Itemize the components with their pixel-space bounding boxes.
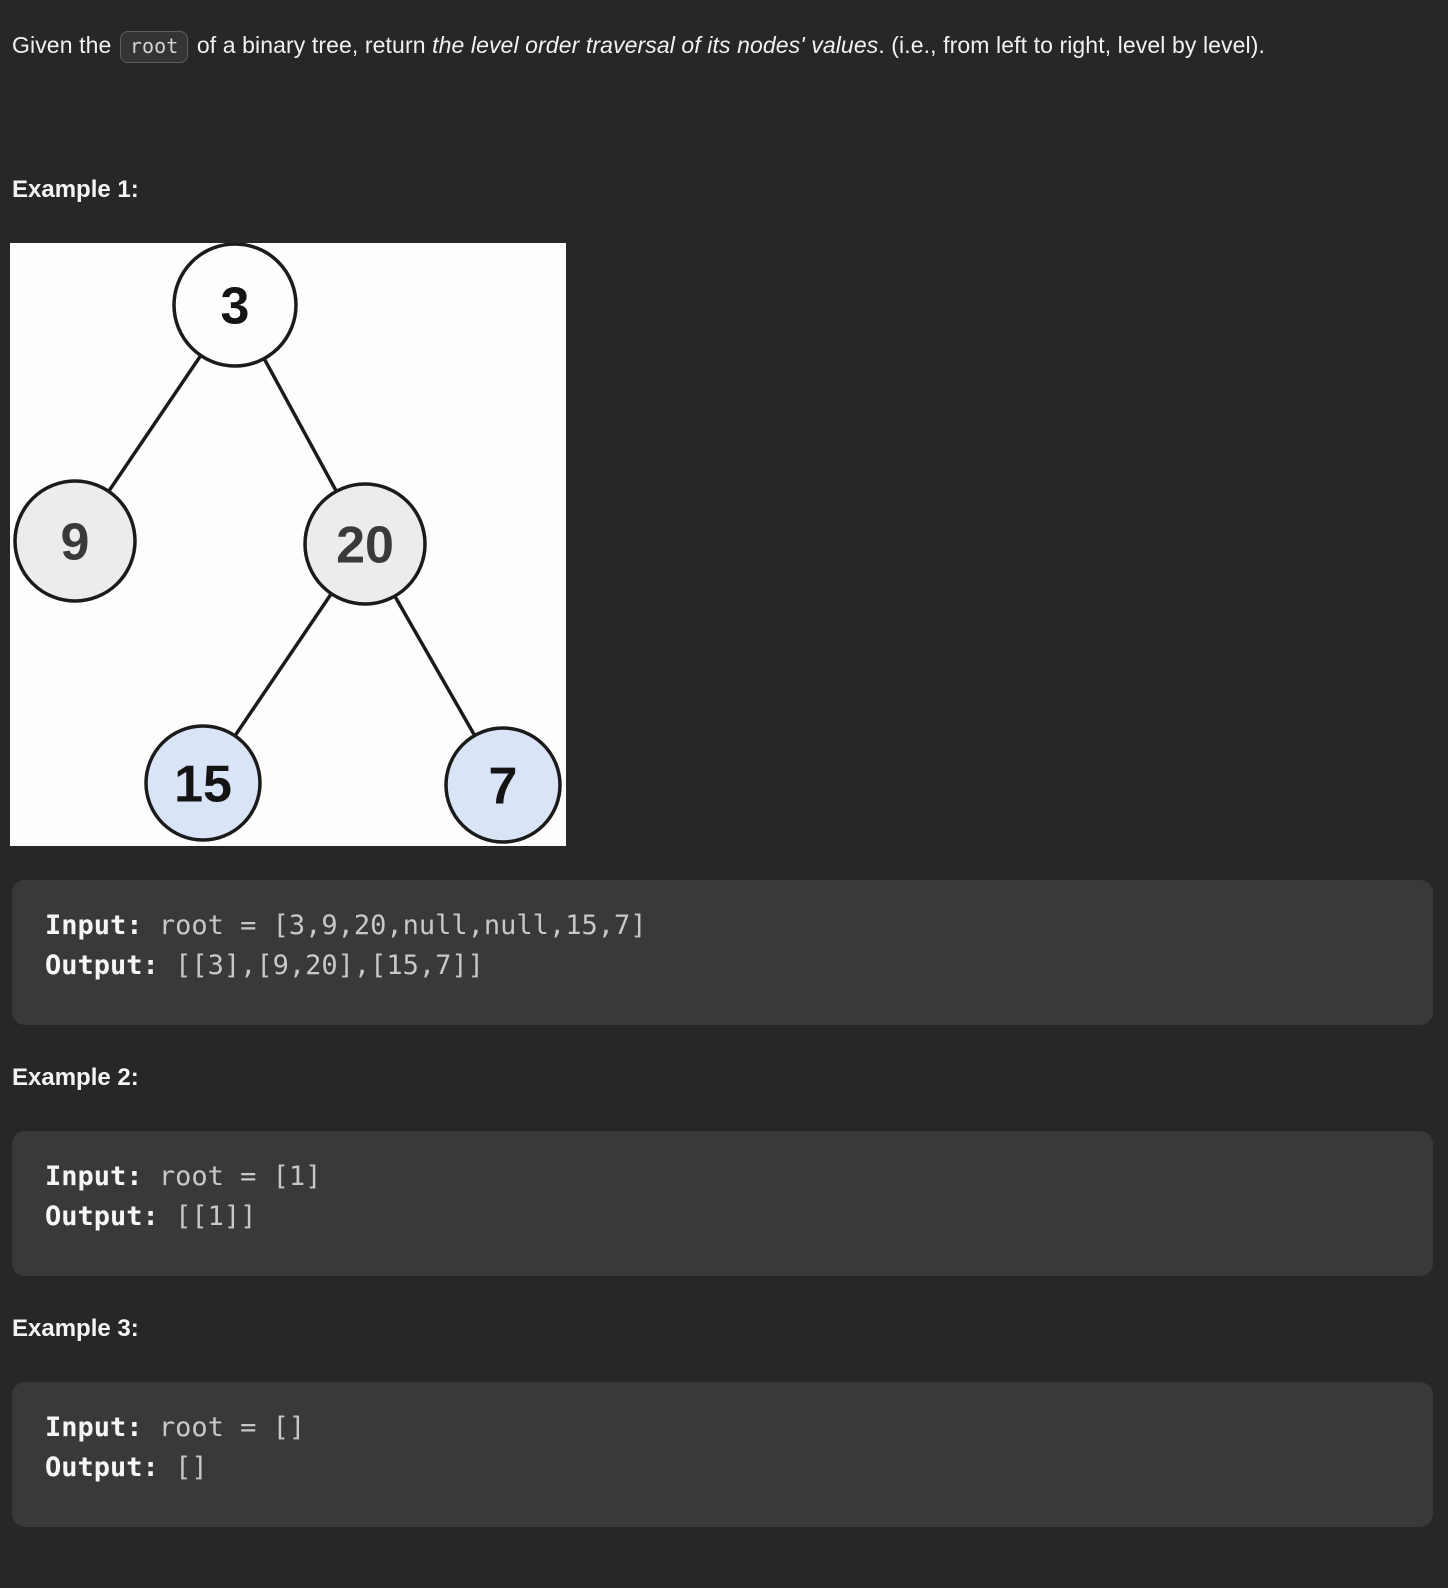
tree-node-label-3: 3 bbox=[221, 278, 250, 336]
example-2-code-block: Input: root = [1]Output: [[1]] bbox=[12, 1131, 1433, 1276]
example-2-input-line: Input: root = [1] bbox=[45, 1157, 1413, 1197]
output-label: Output: bbox=[45, 950, 159, 981]
example-1-input-line: Input: root = [3,9,20,null,null,15,7] bbox=[45, 906, 1413, 946]
example-3-input-line: Input: root = [] bbox=[45, 1408, 1413, 1448]
tree-node-15 bbox=[144, 724, 262, 842]
tree-node-20 bbox=[303, 482, 427, 606]
input-label: Input: bbox=[45, 1161, 143, 1192]
tree-node-7 bbox=[444, 726, 562, 844]
output-value: [[1]] bbox=[175, 1201, 257, 1232]
binary-tree-svg: 3 9 20 15 7 bbox=[13, 243, 562, 844]
description-text-prefix: Given the bbox=[12, 32, 118, 58]
example-2-heading: Example 2: bbox=[12, 1064, 139, 1091]
input-label: Input: bbox=[45, 910, 143, 941]
description-text-suffix: . (i.e., from left to right, level by le… bbox=[878, 32, 1265, 58]
output-value: [] bbox=[175, 1452, 208, 1483]
tree-node-label-20: 20 bbox=[336, 517, 394, 575]
example-1-heading: Example 1: bbox=[12, 176, 139, 203]
tree-node-label-15: 15 bbox=[174, 756, 232, 814]
tree-node-label-7: 7 bbox=[489, 758, 518, 816]
example-3-output-line: Output: [] bbox=[45, 1448, 1413, 1488]
tree-node-9 bbox=[13, 479, 137, 603]
description-text-middle: of a binary tree, return bbox=[190, 32, 433, 58]
output-value: [[3],[9,20],[15,7]] bbox=[175, 950, 484, 981]
input-value: root = [1] bbox=[158, 1161, 322, 1192]
binary-tree-image: 3 9 20 15 7 bbox=[10, 243, 566, 846]
example-3-code-block: Input: root = []Output: [] bbox=[12, 1382, 1433, 1527]
input-value: root = [3,9,20,null,null,15,7] bbox=[158, 910, 647, 941]
example-1-output-line: Output: [[3],[9,20],[15,7]] bbox=[45, 946, 1413, 986]
input-value: root = [] bbox=[158, 1412, 306, 1443]
input-label: Input: bbox=[45, 1412, 143, 1443]
output-label: Output: bbox=[45, 1201, 159, 1232]
problem-description: Given the root of a binary tree, return … bbox=[12, 0, 1380, 66]
tree-node-label-9: 9 bbox=[61, 514, 90, 572]
output-label: Output: bbox=[45, 1452, 159, 1483]
example-3-heading: Example 3: bbox=[12, 1315, 139, 1342]
inline-code-root: root bbox=[119, 31, 189, 63]
tree-node-3 bbox=[172, 243, 298, 368]
problem-page: Given the root of a binary tree, return … bbox=[10, 0, 1433, 1527]
example-2-output-line: Output: [[1]] bbox=[45, 1197, 1413, 1237]
description-emphasis: the level order traversal of its nodes' … bbox=[432, 32, 879, 58]
example-1-code-block: Input: root = [3,9,20,null,null,15,7]Out… bbox=[12, 880, 1433, 1025]
